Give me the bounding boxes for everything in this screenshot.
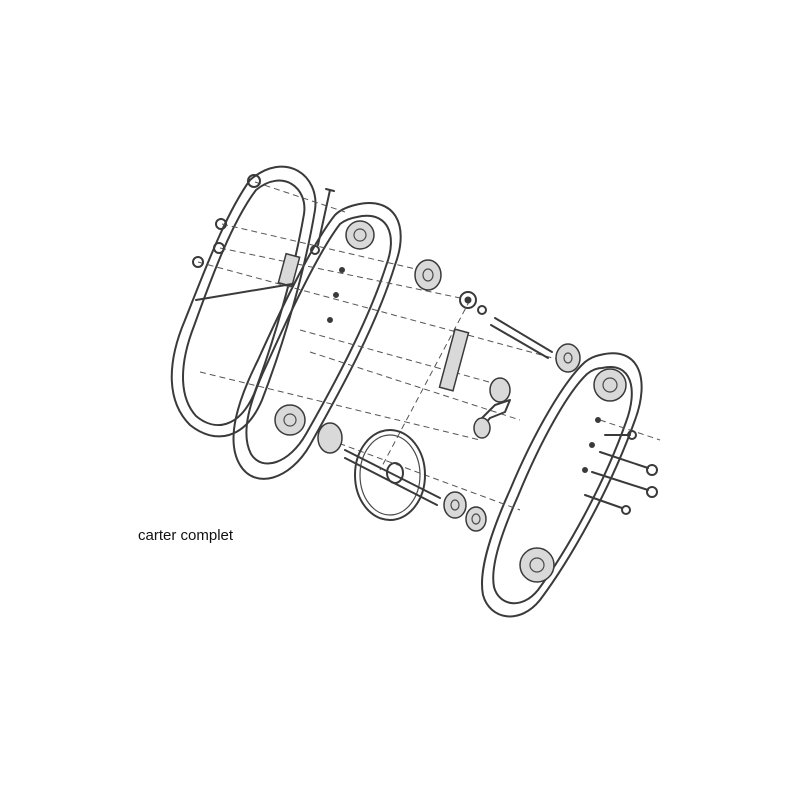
small-sprocket: [459, 291, 487, 315]
tensioner-bolt: [277, 188, 335, 288]
large-sprocket: [317, 422, 441, 521]
chain-loop: [170, 165, 317, 438]
bearing-right: [555, 343, 581, 373]
bearing-top: [414, 259, 442, 291]
assembly-axes: [197, 181, 661, 511]
washers-left: [192, 174, 261, 268]
shift-lever: [473, 377, 511, 439]
bearings-lower: [443, 491, 487, 532]
caption-label: carter complet: [138, 527, 234, 544]
right-casing-half: [481, 352, 643, 618]
pointer-line: [195, 283, 293, 301]
bolts-right: [584, 430, 658, 515]
chain-segment: [438, 328, 470, 392]
left-casing-half: [232, 202, 402, 480]
long-shaft: [490, 317, 553, 359]
